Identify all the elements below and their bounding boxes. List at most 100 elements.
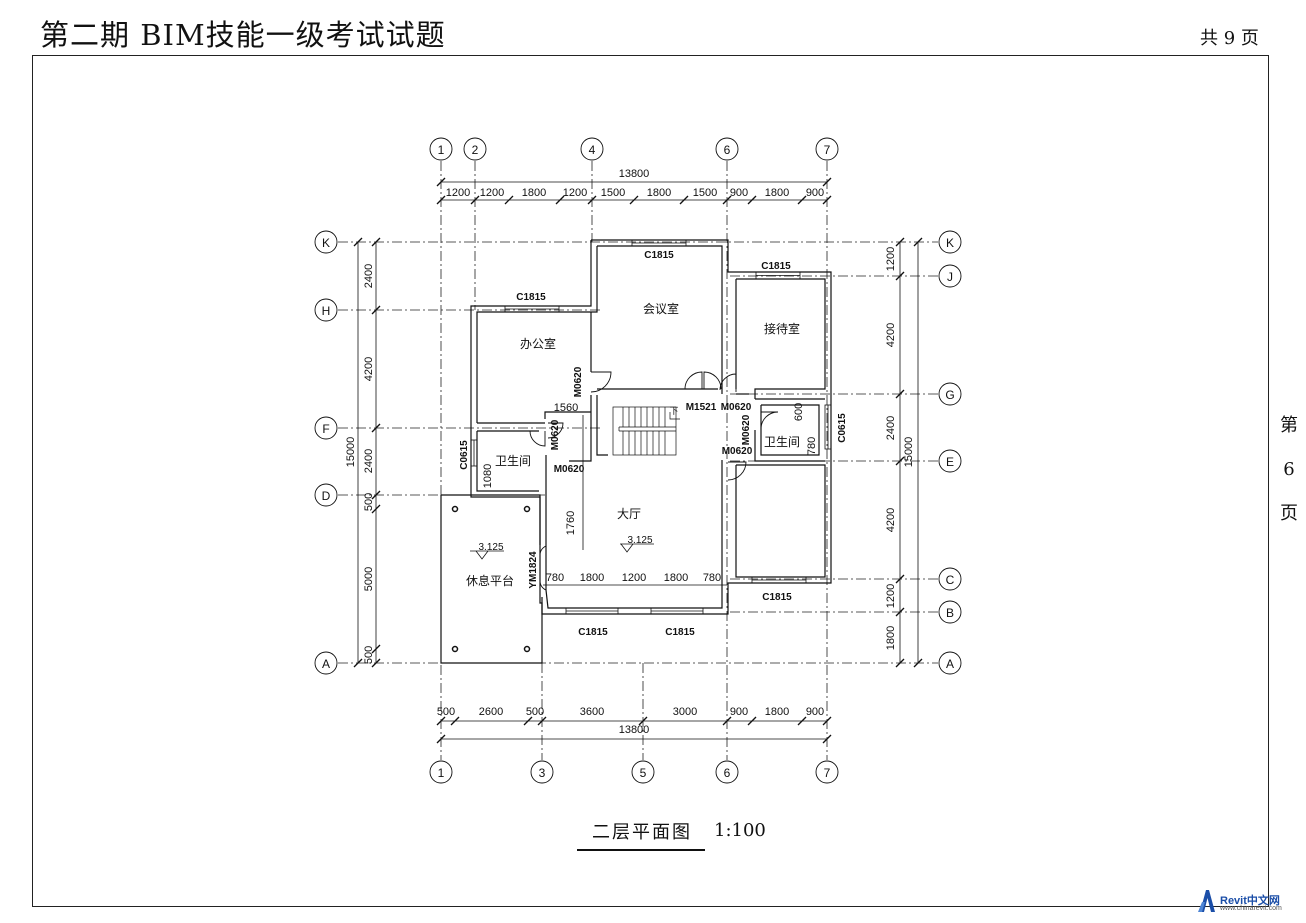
revit-logo-icon bbox=[1198, 890, 1215, 912]
total-pages: 共 9 页 bbox=[1200, 28, 1259, 49]
dim-left-seg: 2400 bbox=[363, 449, 375, 473]
label-m0620: M0620 bbox=[721, 402, 752, 413]
caption-underline bbox=[577, 849, 705, 851]
windows bbox=[470, 239, 832, 615]
axis-labels: 1 2 4 6 7 1 3 5 6 7 K H F D A K J G E C … bbox=[322, 143, 955, 780]
dim-right-seg: 4200 bbox=[885, 323, 897, 347]
dim-top-total: 13800 bbox=[619, 168, 650, 180]
dim-bottom-seg: 900 bbox=[730, 706, 748, 718]
room-meeting: 会议室 bbox=[643, 301, 679, 316]
axis-top-label: 7 bbox=[824, 143, 831, 157]
label-c1815: C1815 bbox=[516, 292, 546, 303]
dim-right-seg: 1200 bbox=[885, 247, 897, 271]
door-m0620-reception bbox=[719, 372, 737, 392]
staircase bbox=[612, 406, 680, 456]
room-wc-right: 卫生间 bbox=[764, 435, 800, 449]
dimension-lines bbox=[357, 181, 919, 740]
exam-title: 第二期 BIM技能一级考试试题 bbox=[40, 18, 446, 52]
axis-bottom-label: 1 bbox=[438, 766, 445, 780]
drawing-caption: 二层平面图 bbox=[592, 822, 692, 843]
drawing-frame bbox=[32, 55, 1269, 907]
dim-top-seg: 1500 bbox=[693, 187, 717, 199]
dim-bottom-seg: 500 bbox=[437, 706, 455, 718]
stair-down-label: 下 bbox=[669, 406, 678, 416]
dim-right-seg: 1800 bbox=[885, 626, 897, 650]
dim-left-seg: 4200 bbox=[363, 357, 375, 381]
dim-right-total: 15000 bbox=[903, 437, 915, 468]
label-c0615: C0615 bbox=[459, 440, 470, 470]
logo-name: Revit中文网 bbox=[1220, 895, 1280, 907]
grid-lines bbox=[338, 161, 938, 760]
dim-bottom-seg: 1800 bbox=[765, 706, 789, 718]
axis-left-label: F bbox=[322, 422, 329, 436]
label-m0620: M0620 bbox=[554, 464, 585, 475]
axis-right-label: K bbox=[946, 236, 954, 250]
dim-left-seg: 500 bbox=[363, 646, 375, 664]
axis-top-label: 4 bbox=[589, 143, 596, 157]
label-m0620: M0620 bbox=[722, 446, 753, 457]
dim-bottom-seg: 2600 bbox=[479, 706, 503, 718]
dim-right-seg: 4200 bbox=[885, 508, 897, 532]
axis-bottom-label: 7 bbox=[824, 766, 831, 780]
door-m0620-wc-left-b bbox=[547, 422, 564, 439]
dim-top-seg: 1200 bbox=[563, 187, 587, 199]
axis-bottom-label: 6 bbox=[724, 766, 731, 780]
level-hall: 3.125 bbox=[627, 535, 652, 546]
room-labels: 会议室 办公室 接待室 卫生间 卫生间 大厅 休息平台 下 3.125 3.12… bbox=[466, 301, 800, 588]
axis-top-label: 2 bbox=[472, 143, 479, 157]
door-m0620-office bbox=[590, 371, 612, 393]
label-m1521: M1521 bbox=[686, 402, 717, 413]
dim-left-seg: 2400 bbox=[363, 264, 375, 288]
dim-hall-seg: 1200 bbox=[622, 572, 646, 584]
axis-bottom-label: 5 bbox=[640, 766, 647, 780]
label-c1815: C1815 bbox=[761, 261, 791, 272]
dim-top-seg: 900 bbox=[730, 187, 748, 199]
dim-left-seg: 500 bbox=[363, 493, 375, 511]
label-m0620: M0620 bbox=[741, 414, 752, 445]
dim-bottom-total: 13800 bbox=[619, 724, 650, 736]
axis-right-label: J bbox=[947, 270, 953, 284]
dim-hall-seg: 780 bbox=[703, 572, 721, 584]
dim-bottom-seg: 900 bbox=[806, 706, 824, 718]
dim-misc: 1560 bbox=[554, 402, 578, 414]
axis-left-label: H bbox=[322, 304, 331, 318]
axis-bottom-label: 3 bbox=[539, 766, 546, 780]
axis-right-label: E bbox=[946, 455, 954, 469]
axis-left-label: D bbox=[322, 489, 331, 503]
dim-top-seg: 1200 bbox=[446, 187, 470, 199]
label-m0620: M0620 bbox=[550, 419, 561, 450]
side-page-number: 第 6 页 bbox=[1274, 404, 1304, 536]
label-c1815: C1815 bbox=[578, 627, 608, 638]
level-markers bbox=[470, 543, 654, 560]
dim-hall-seg: 780 bbox=[546, 572, 564, 584]
axis-left-label: A bbox=[322, 657, 330, 671]
dim-left-seg: 5000 bbox=[363, 567, 375, 591]
dim-bottom-seg: 3000 bbox=[673, 706, 697, 718]
door-m1521-a bbox=[684, 371, 703, 390]
axis-right-label: B bbox=[946, 606, 954, 620]
rest-platform bbox=[440, 494, 543, 664]
platform-columns bbox=[451, 505, 531, 653]
dimension-text: 13800 1200 1200 1800 1200 1500 1800 1500… bbox=[437, 168, 824, 736]
axis-right-label: A bbox=[946, 657, 954, 671]
side-page-char: 页 bbox=[1280, 503, 1298, 524]
level-platform: 3.125 bbox=[478, 542, 503, 553]
dimension-ticks bbox=[353, 177, 923, 744]
room-wc-left: 卫生间 bbox=[495, 454, 531, 468]
dim-misc: 1080 bbox=[482, 464, 494, 488]
axis-right-label: C bbox=[946, 573, 955, 587]
door-m0620-wc-right bbox=[760, 411, 779, 430]
dim-bottom-seg: 500 bbox=[526, 706, 544, 718]
door-m0620-room-right bbox=[727, 461, 747, 481]
label-c1815: C1815 bbox=[762, 592, 792, 603]
label-m0620: M0620 bbox=[573, 366, 584, 397]
label-c1815: C1815 bbox=[665, 627, 695, 638]
dim-top-seg: 1500 bbox=[601, 187, 625, 199]
dim-top-seg: 900 bbox=[806, 187, 824, 199]
axis-right-label: G bbox=[945, 388, 954, 402]
dim-hall-seg: 1800 bbox=[664, 572, 688, 584]
opening-labels: C1815 C1815 C1815 C1815 C1815 C1815 M152… bbox=[459, 250, 848, 638]
room-hall: 大厅 bbox=[617, 507, 641, 521]
label-c0615: C0615 bbox=[837, 413, 848, 443]
